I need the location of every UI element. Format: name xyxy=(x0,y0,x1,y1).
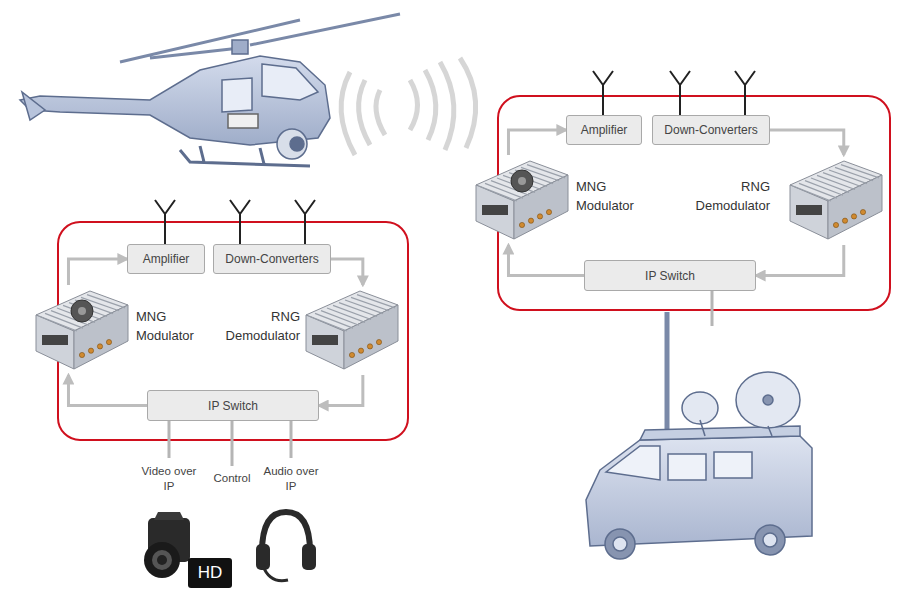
camera-icon xyxy=(144,512,190,578)
process-box: Amplifier xyxy=(566,115,642,145)
node-label: RNG Demodulator xyxy=(694,177,770,215)
group-outline xyxy=(58,222,408,440)
flow-arrow xyxy=(508,245,584,276)
node-label: Down-Converters xyxy=(664,123,757,137)
flow-arrow xyxy=(319,375,363,406)
signal-label: Control xyxy=(200,471,264,486)
process-box: Down-Converters xyxy=(652,115,770,145)
node-label: MNG Modulator xyxy=(576,177,652,215)
signal-label: Audio over IP xyxy=(262,464,320,494)
process-box: IP Switch xyxy=(584,260,756,291)
device-node: RNG Demodulator xyxy=(224,285,402,375)
flow-arrow xyxy=(331,259,363,285)
flow-arrow xyxy=(508,130,566,155)
flow-arrow xyxy=(68,375,147,406)
radio-waves xyxy=(341,58,476,155)
device-picture xyxy=(782,155,886,245)
device-node: MNG Modulator xyxy=(28,285,212,375)
device-picture xyxy=(298,285,402,375)
node-label: RNG Demodulator xyxy=(224,307,300,345)
node-label: IP Switch xyxy=(208,399,258,413)
process-box: Down-Converters xyxy=(213,244,331,274)
helicopter xyxy=(20,14,400,166)
process-box: Amplifier xyxy=(127,244,205,274)
node-label: Amplifier xyxy=(581,123,628,137)
flow-arrow xyxy=(68,259,127,285)
device-picture xyxy=(468,155,572,245)
badge-label: HD xyxy=(188,558,232,588)
signal-label: Video over IP xyxy=(140,464,198,494)
ob-van xyxy=(586,312,812,559)
process-box: IP Switch xyxy=(147,390,319,421)
device-node: RNG Demodulator xyxy=(694,155,886,245)
node-label: Down-Converters xyxy=(225,252,318,266)
flow-arrow xyxy=(770,130,844,155)
leader-lines xyxy=(169,291,712,466)
device-picture xyxy=(28,285,132,375)
node-label: Amplifier xyxy=(143,252,190,266)
group-outline xyxy=(498,96,890,310)
device-node: MNG Modulator xyxy=(468,155,652,245)
node-label: MNG Modulator xyxy=(136,307,212,345)
headphones-icon xyxy=(256,512,316,581)
node-label: IP Switch xyxy=(645,269,695,283)
flow-arrow xyxy=(756,245,844,276)
